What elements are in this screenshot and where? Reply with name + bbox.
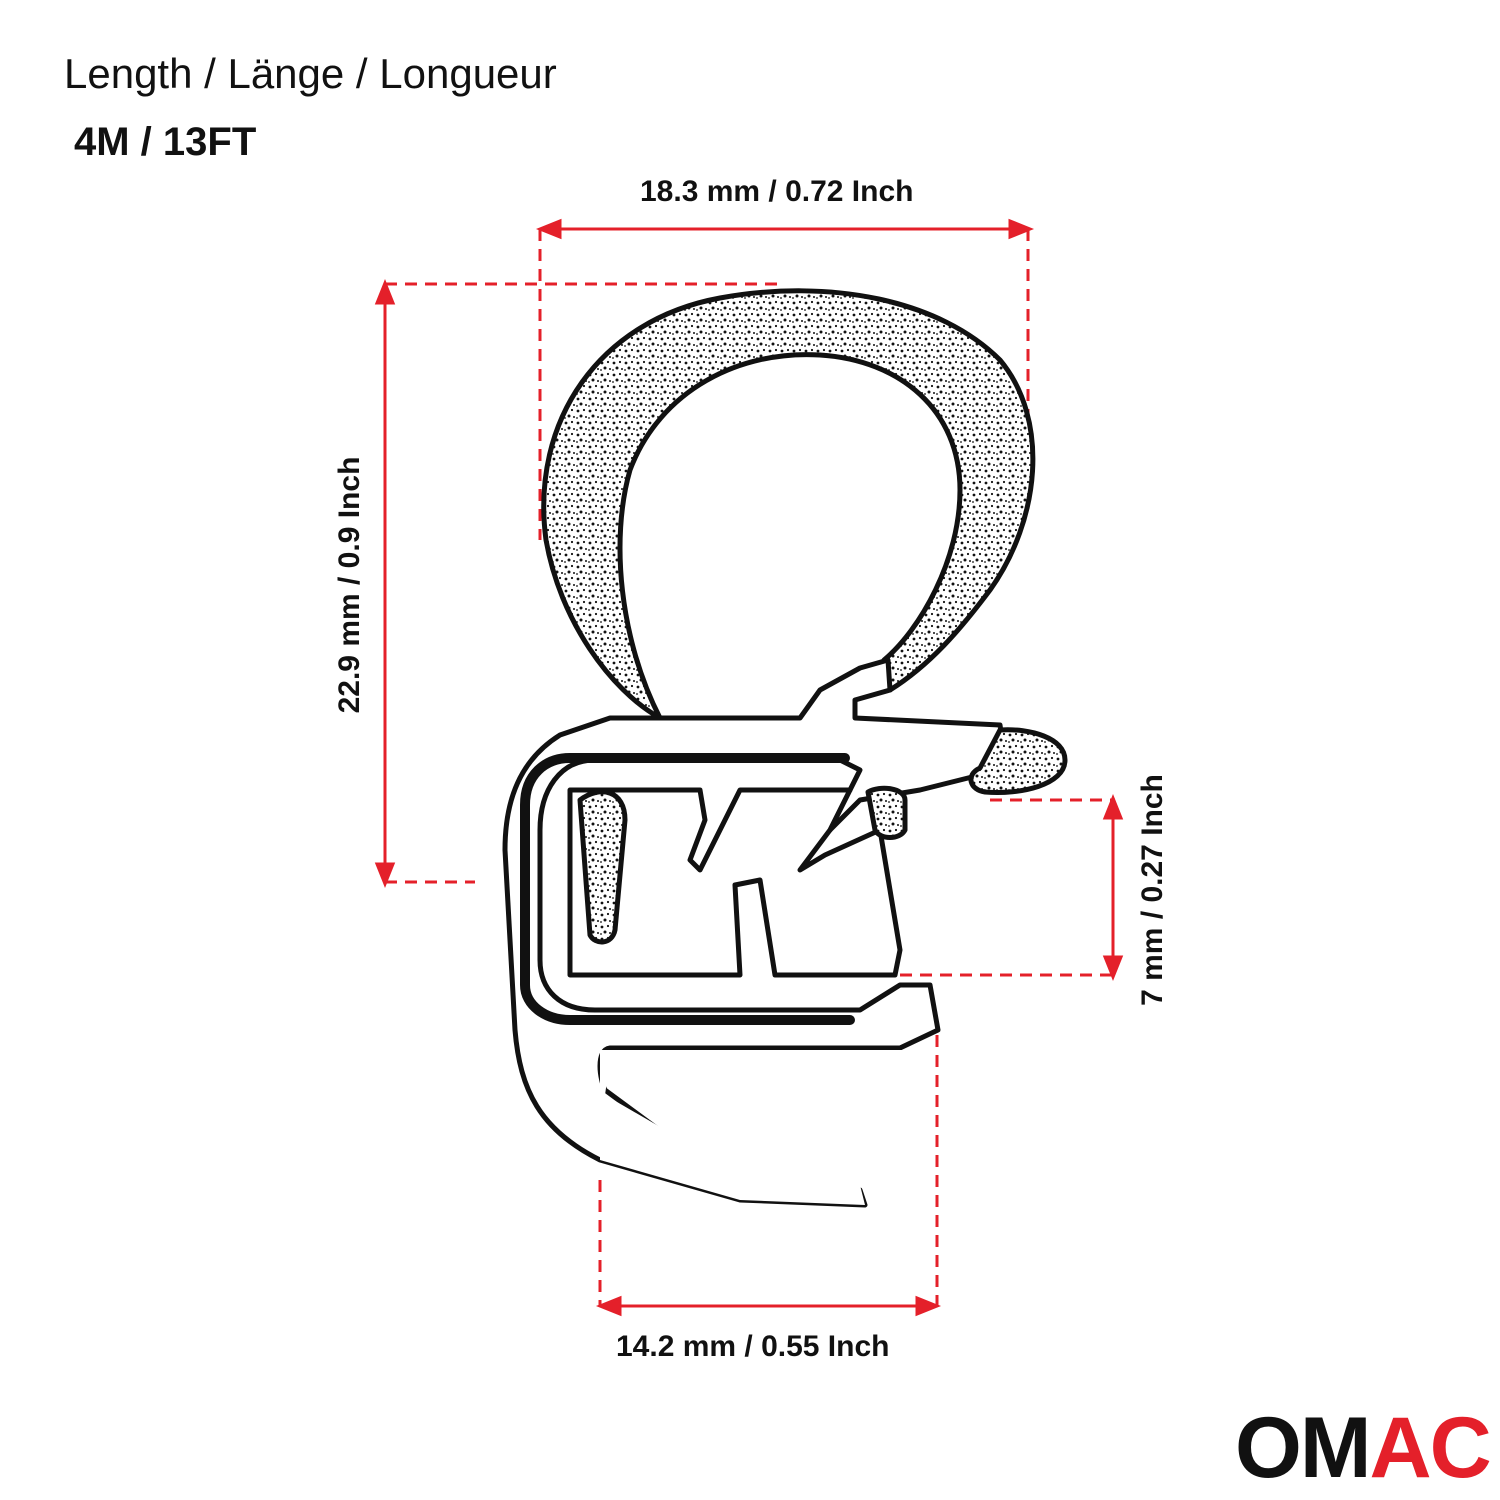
metal-core bbox=[520, 753, 855, 1025]
top-width-arrow-left bbox=[535, 218, 562, 240]
omac-logo: OMAC bbox=[1235, 1405, 1492, 1491]
inner-channel bbox=[567, 787, 903, 978]
dimension-top-width: 18.3 mm / 0.72 Inch bbox=[640, 175, 914, 208]
top-width-arrow-right bbox=[1008, 218, 1035, 240]
seal-profile bbox=[502, 288, 1068, 1208]
logo-text-om: OM bbox=[1235, 1400, 1372, 1496]
logo-text-ac: AC bbox=[1369, 1400, 1492, 1496]
dimension-bottom-width: 14.2 mm / 0.55 Inch bbox=[616, 1330, 890, 1363]
sponge-lip bbox=[968, 727, 1068, 795]
bottom-width-arrow-right bbox=[915, 1295, 942, 1317]
length-label: Length / Länge / Longueur bbox=[64, 50, 557, 97]
dimension-height: 22.9 mm / 0.9 Inch bbox=[333, 456, 366, 714]
length-value: 4M / 13FT bbox=[74, 120, 257, 164]
gap-arrow-top bbox=[1102, 793, 1124, 820]
bottom-width-arrow-left bbox=[595, 1295, 622, 1317]
sponge-bulb bbox=[541, 288, 1036, 721]
sponge-nub-right bbox=[865, 785, 908, 840]
height-arrow-top bbox=[374, 278, 396, 305]
sponge-finger-left bbox=[577, 789, 628, 945]
dimension-gap: 7 mm / 0.27 Inch bbox=[1136, 774, 1169, 1006]
gap-arrow-bottom bbox=[1102, 955, 1124, 982]
grip-finger bbox=[600, 1050, 920, 1205]
height-arrow-bottom bbox=[374, 862, 396, 889]
dimension-lines bbox=[374, 218, 1124, 1317]
